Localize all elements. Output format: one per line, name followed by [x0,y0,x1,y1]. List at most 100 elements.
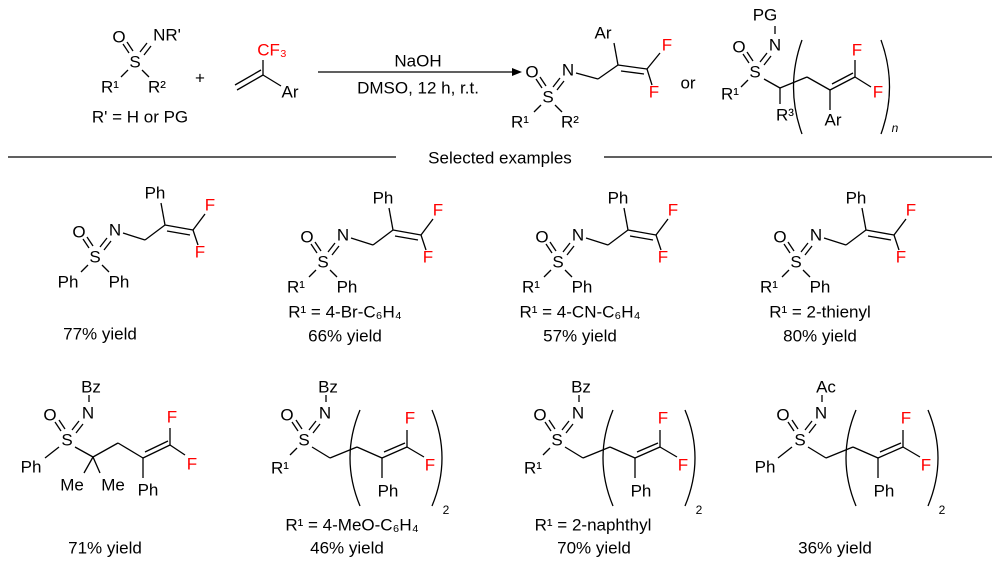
bond [804,245,813,256]
bond [543,269,552,278]
bond [597,64,619,80]
repeat-bracket [349,409,361,507]
R1-label: R¹ [721,85,739,104]
example-4-yield: 80% yield [783,327,857,346]
bond [533,104,542,113]
bond [646,68,653,86]
bond [71,420,80,431]
example-6-yield: 46% yield [310,539,384,558]
bond [617,64,648,70]
bond [144,224,166,241]
bond [539,76,547,87]
bond [759,52,768,63]
Ar-label: Ph [874,482,895,501]
bond [312,423,321,434]
repeat-count: 2 [443,503,450,517]
reaction-arrow [318,68,522,76]
bond [787,421,795,432]
bond [609,446,636,459]
bond [142,444,171,459]
bond [564,269,573,278]
bond [556,80,565,91]
atom-S: S [551,431,562,450]
bond [659,446,678,458]
bond [512,68,522,76]
R2-label: R² [148,78,166,97]
bond [139,42,148,53]
bond [655,218,669,236]
bond [566,245,575,256]
atom-N: N [815,404,827,423]
bond [552,77,561,88]
example-8: Ac O N S Ph Ph F F 2 [755,378,946,518]
bond [823,237,847,246]
bond [192,213,206,231]
atom-S: S [298,431,309,450]
atom-S: S [89,248,100,267]
bond [562,242,571,253]
bond [83,456,94,474]
atom-S: S [790,253,801,272]
bond [120,69,129,78]
bond [829,76,856,91]
reactant-sulfoximine: O NR' S R¹ R² [101,26,181,97]
fluorine-2: F [873,83,883,102]
bond [126,41,134,52]
atom-N: N [337,226,349,245]
bond [623,207,629,231]
bond [103,240,112,251]
bond [861,207,867,231]
bond [144,440,169,453]
example-5-yield: 71% yield [68,539,142,558]
atom-S: S [317,253,328,272]
atom-O: O [112,28,125,47]
fluorine-1: F [662,36,672,55]
bond [629,235,654,241]
atom-N: N [109,221,121,240]
Ar-label: Ph [373,189,394,208]
reactant-trifluoromethyl-styrene: CF₃ Ar [234,41,299,102]
bond [877,446,904,459]
fluorine-1: F [433,201,443,220]
bond [329,446,358,459]
bond [314,241,322,252]
example-4-substituent: R¹ = 2-thienyl [769,303,871,322]
bond [295,419,303,430]
bond [166,230,191,236]
repeat-bracket [880,39,891,135]
atom-O: O [533,406,546,425]
PG-label: PG [753,6,778,25]
atom-N: N [319,404,331,423]
bond [585,237,609,246]
repeat-bracket [927,409,939,507]
atom-N: N [769,36,781,55]
fluorine-1: F [658,409,668,428]
bond [86,236,94,247]
bond [831,72,854,85]
R1-label: R¹ [287,278,305,297]
or-label: or [680,74,695,93]
bond [545,243,553,254]
bond [236,74,264,91]
example-3: O N S R¹ Ph Ph F F [522,189,678,297]
R2-label: R² [561,113,579,132]
bond [291,421,299,432]
repeat-count: 2 [939,503,946,517]
example-1: O N S Ph Ph Ph F F [58,184,216,292]
bond [646,52,661,70]
bond [781,269,790,278]
example-1-yield: 77% yield [63,325,137,344]
atom-S: S [552,253,563,272]
Ar-label: Ar [825,111,842,130]
PG-label: Bz [318,378,338,397]
bond [636,442,659,453]
fluorine-2: F [678,456,688,475]
fluorine-2: F [896,248,906,267]
bond [554,104,563,113]
bond [356,446,383,459]
bond [746,51,754,62]
bond [763,55,772,66]
bond [99,237,108,248]
CF3-group: CF₃ [257,41,287,60]
bond [92,456,101,474]
